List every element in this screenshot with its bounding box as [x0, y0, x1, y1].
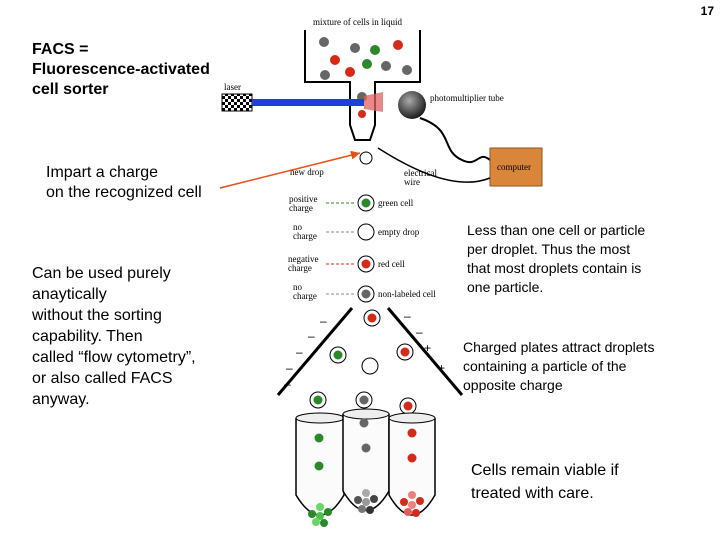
- electrical-wire: [377, 147, 491, 183]
- new-drop: [359, 151, 373, 165]
- charge-note: Impart a charge on the recognized cell: [46, 164, 202, 201]
- computer-label: computer: [497, 162, 531, 172]
- svg-text:–: –: [320, 314, 327, 328]
- negative-plate: [276, 307, 354, 396]
- droplet-note: Less than one cell or particle per dropl…: [467, 222, 646, 295]
- svg-text:+: +: [438, 361, 445, 375]
- tube-red: [388, 412, 436, 517]
- computer-box: [489, 147, 543, 187]
- laser-beam: [252, 99, 364, 106]
- photomultiplier-label: photomultiplier tube: [430, 93, 504, 103]
- mixture-label: mixture of cells in liquid: [313, 17, 402, 27]
- svg-text:+: +: [424, 341, 431, 355]
- tube-unlabeled: [342, 408, 390, 514]
- drop-label-3: red cell: [378, 259, 405, 269]
- laser-source: [221, 93, 253, 112]
- tube-green: [295, 412, 345, 527]
- page-number: 17: [700, 4, 714, 18]
- charge-arrow: [219, 150, 361, 189]
- svg-text:–: –: [404, 309, 411, 323]
- slide-title: FACS = Fluorescence-activated cell sorte…: [32, 41, 210, 98]
- svg-text:–: –: [284, 377, 291, 391]
- drop-label-2: empty drop: [378, 227, 420, 237]
- drop-label-4: non-labeled cell: [378, 289, 436, 299]
- svg-text:–: –: [286, 361, 293, 375]
- positive-plate: [386, 307, 464, 396]
- photomultiplier-tube: [398, 91, 426, 119]
- nozzle-outline: [304, 30, 421, 141]
- viable-note: Cells remain viable if treated with care…: [471, 462, 619, 502]
- pmt-cable: [419, 117, 491, 163]
- svg-text:–: –: [416, 325, 423, 339]
- drop-label-1: green cell: [378, 198, 414, 208]
- laser-scatter: [364, 92, 383, 112]
- laser-label: laser: [224, 82, 241, 92]
- plate-signs: – – – – – – – + +: [284, 309, 445, 391]
- analytic-note: Can be used purely anaytically without t…: [32, 265, 196, 408]
- svg-text:–: –: [308, 329, 315, 343]
- plates-note: Charged plates attract droplets containi…: [463, 339, 655, 393]
- new-drop-label: new drop: [290, 167, 324, 177]
- svg-text:–: –: [296, 345, 303, 359]
